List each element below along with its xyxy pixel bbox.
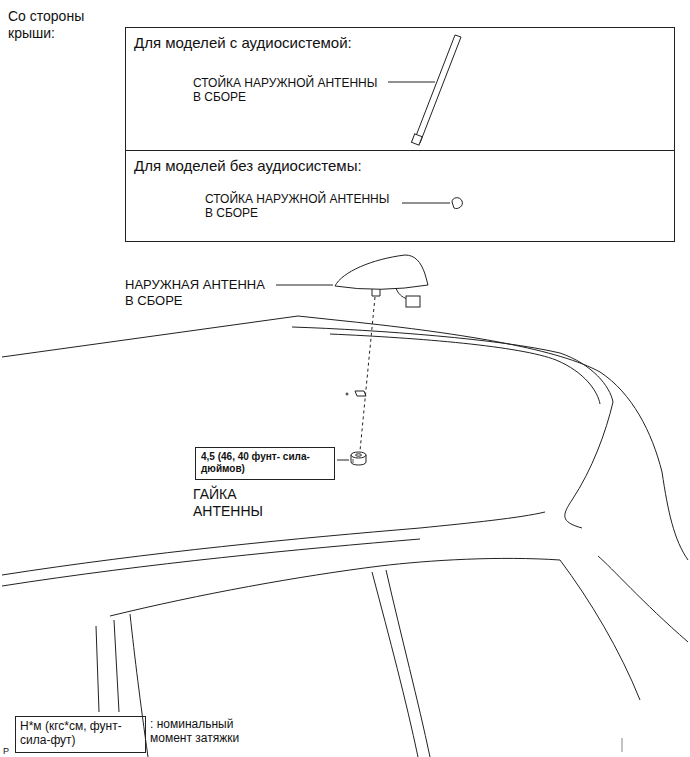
box-text: Н*м (кгс*см, фунт- сила-фут) <box>20 719 141 748</box>
assembly-line <box>360 297 375 451</box>
pillar-line <box>96 626 99 712</box>
body-line <box>560 560 640 700</box>
part-name: ГАЙКА АНТЕННЫ <box>193 486 285 520</box>
antenna-nut-top <box>351 452 366 458</box>
edge-mark <box>622 738 623 752</box>
rod-base <box>411 134 422 145</box>
leader-line <box>276 285 333 286</box>
box-text: СТОЙКА НАРУЖНОЙ АНТЕННЫ В СБОРЕ <box>193 76 385 105</box>
shark-antenna <box>335 255 428 289</box>
panel-heading: Для моделей с аудиосистемой: <box>134 34 352 52</box>
rear-window <box>292 327 613 528</box>
antenna-stud <box>372 289 380 296</box>
panel-heading: Для моделей без аудиосистемы: <box>134 157 362 175</box>
pillar-line <box>372 572 418 757</box>
legend-box: Н*м (кгс*см, фунт- сила-фут) <box>15 716 146 753</box>
box-text: СТОЙКА НАРУЖНОЙ АНТЕННЫ В СБОРЕ <box>205 192 397 221</box>
antenna-connector <box>406 296 420 307</box>
pillar-line <box>114 620 119 712</box>
roof-panel <box>330 334 600 404</box>
antenna-stub <box>452 198 462 209</box>
legend-note: : номинальный момент затяжки <box>150 717 262 746</box>
variant-panel: Для моделей с аудиосистемой: СТОЙКА НАРУЖ… <box>125 27 675 151</box>
antenna-rod <box>414 35 461 143</box>
box-text: 4,5 (46, 40 фунт- сила-дюймов) <box>201 451 329 475</box>
roof-rail <box>2 539 420 586</box>
torque-box: 4,5 (46, 40 фунт- сила-дюймов) <box>195 447 335 480</box>
variant-panel: Для моделей без аудиосистемы: СТОЙКА НАРУ… <box>125 150 675 242</box>
view-note: Со стороны крыши: <box>8 8 108 42</box>
figure-code: P <box>3 746 9 757</box>
antenna-cable <box>396 288 407 299</box>
roof-outline <box>2 316 688 560</box>
body-line <box>598 556 688 642</box>
pillar-line <box>386 570 430 757</box>
part-name: НАРУЖНАЯ АНТЕННА В СБОРЕ <box>125 277 271 308</box>
leader-line <box>402 203 450 204</box>
antenna-nut-hole <box>356 454 362 456</box>
roof-rail <box>2 512 545 575</box>
mount-hole <box>355 391 366 396</box>
mount-dot <box>346 393 348 395</box>
window-top <box>110 558 560 616</box>
leader-line <box>388 82 435 83</box>
leader-line <box>337 460 349 461</box>
nut-shading <box>353 459 354 463</box>
